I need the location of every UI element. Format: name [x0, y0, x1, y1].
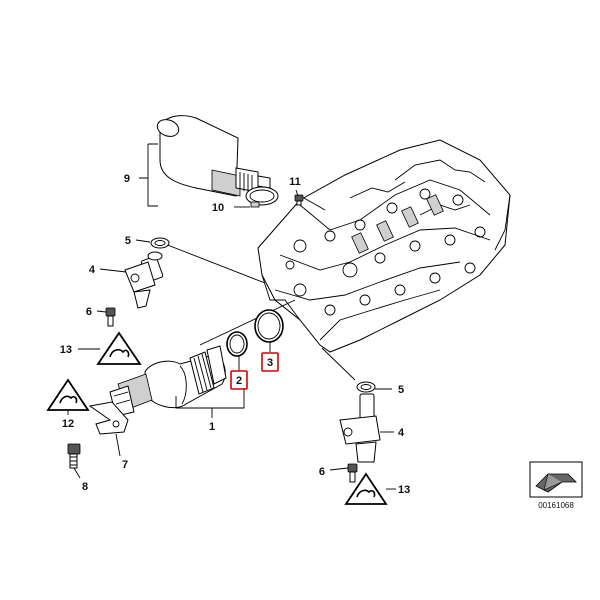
callout-brackets [67, 143, 396, 490]
callout-3-highlight [261, 352, 279, 372]
callout-10: 10 [212, 202, 224, 214]
cylinder-head [257, 139, 511, 353]
o-ring-large [254, 309, 284, 343]
callout-2: 2 [236, 375, 242, 387]
callout-2-highlight [230, 370, 248, 390]
callout-7: 7 [122, 459, 128, 471]
callout-13-upper: 13 [60, 344, 72, 356]
clamp-ring [245, 186, 279, 208]
small-screw [294, 194, 304, 206]
bracket-bolt [67, 443, 81, 469]
callout-13-bottom: 13 [398, 484, 410, 496]
callout-6-bottom: 6 [319, 466, 325, 478]
callout-11: 11 [289, 176, 301, 188]
caution-triangle-upper [96, 331, 142, 365]
solenoid-valve [109, 345, 227, 417]
callout-4-bottom: 4 [398, 427, 405, 439]
position-sensor-lower [339, 393, 381, 463]
caution-triangle-lower [46, 378, 90, 411]
diagram-reference-box: 00161068 [529, 461, 583, 510]
caution-triangle-bottom [344, 472, 388, 505]
callout-4-upper: 4 [89, 264, 96, 276]
callout-8: 8 [82, 481, 88, 493]
callout-5-bottom: 5 [398, 384, 404, 396]
vanos-motor [156, 115, 271, 197]
mounting-bracket [88, 401, 129, 435]
callout-6-upper: 6 [86, 306, 92, 318]
sealing-ring-top [150, 237, 170, 249]
callout-12: 12 [62, 418, 74, 430]
callout-1: 1 [209, 421, 215, 433]
callout-5-top: 5 [125, 235, 131, 247]
diagram-ref-number: 00161068 [538, 501, 574, 510]
sensor-screw-lower [347, 463, 358, 483]
position-sensor-upper [124, 251, 164, 309]
sensor-screw-upper [105, 307, 116, 327]
sealing-ring-bottom [356, 381, 376, 393]
leader-lines [164, 197, 356, 381]
callout-9: 9 [124, 173, 130, 185]
callout-3: 3 [267, 357, 273, 369]
